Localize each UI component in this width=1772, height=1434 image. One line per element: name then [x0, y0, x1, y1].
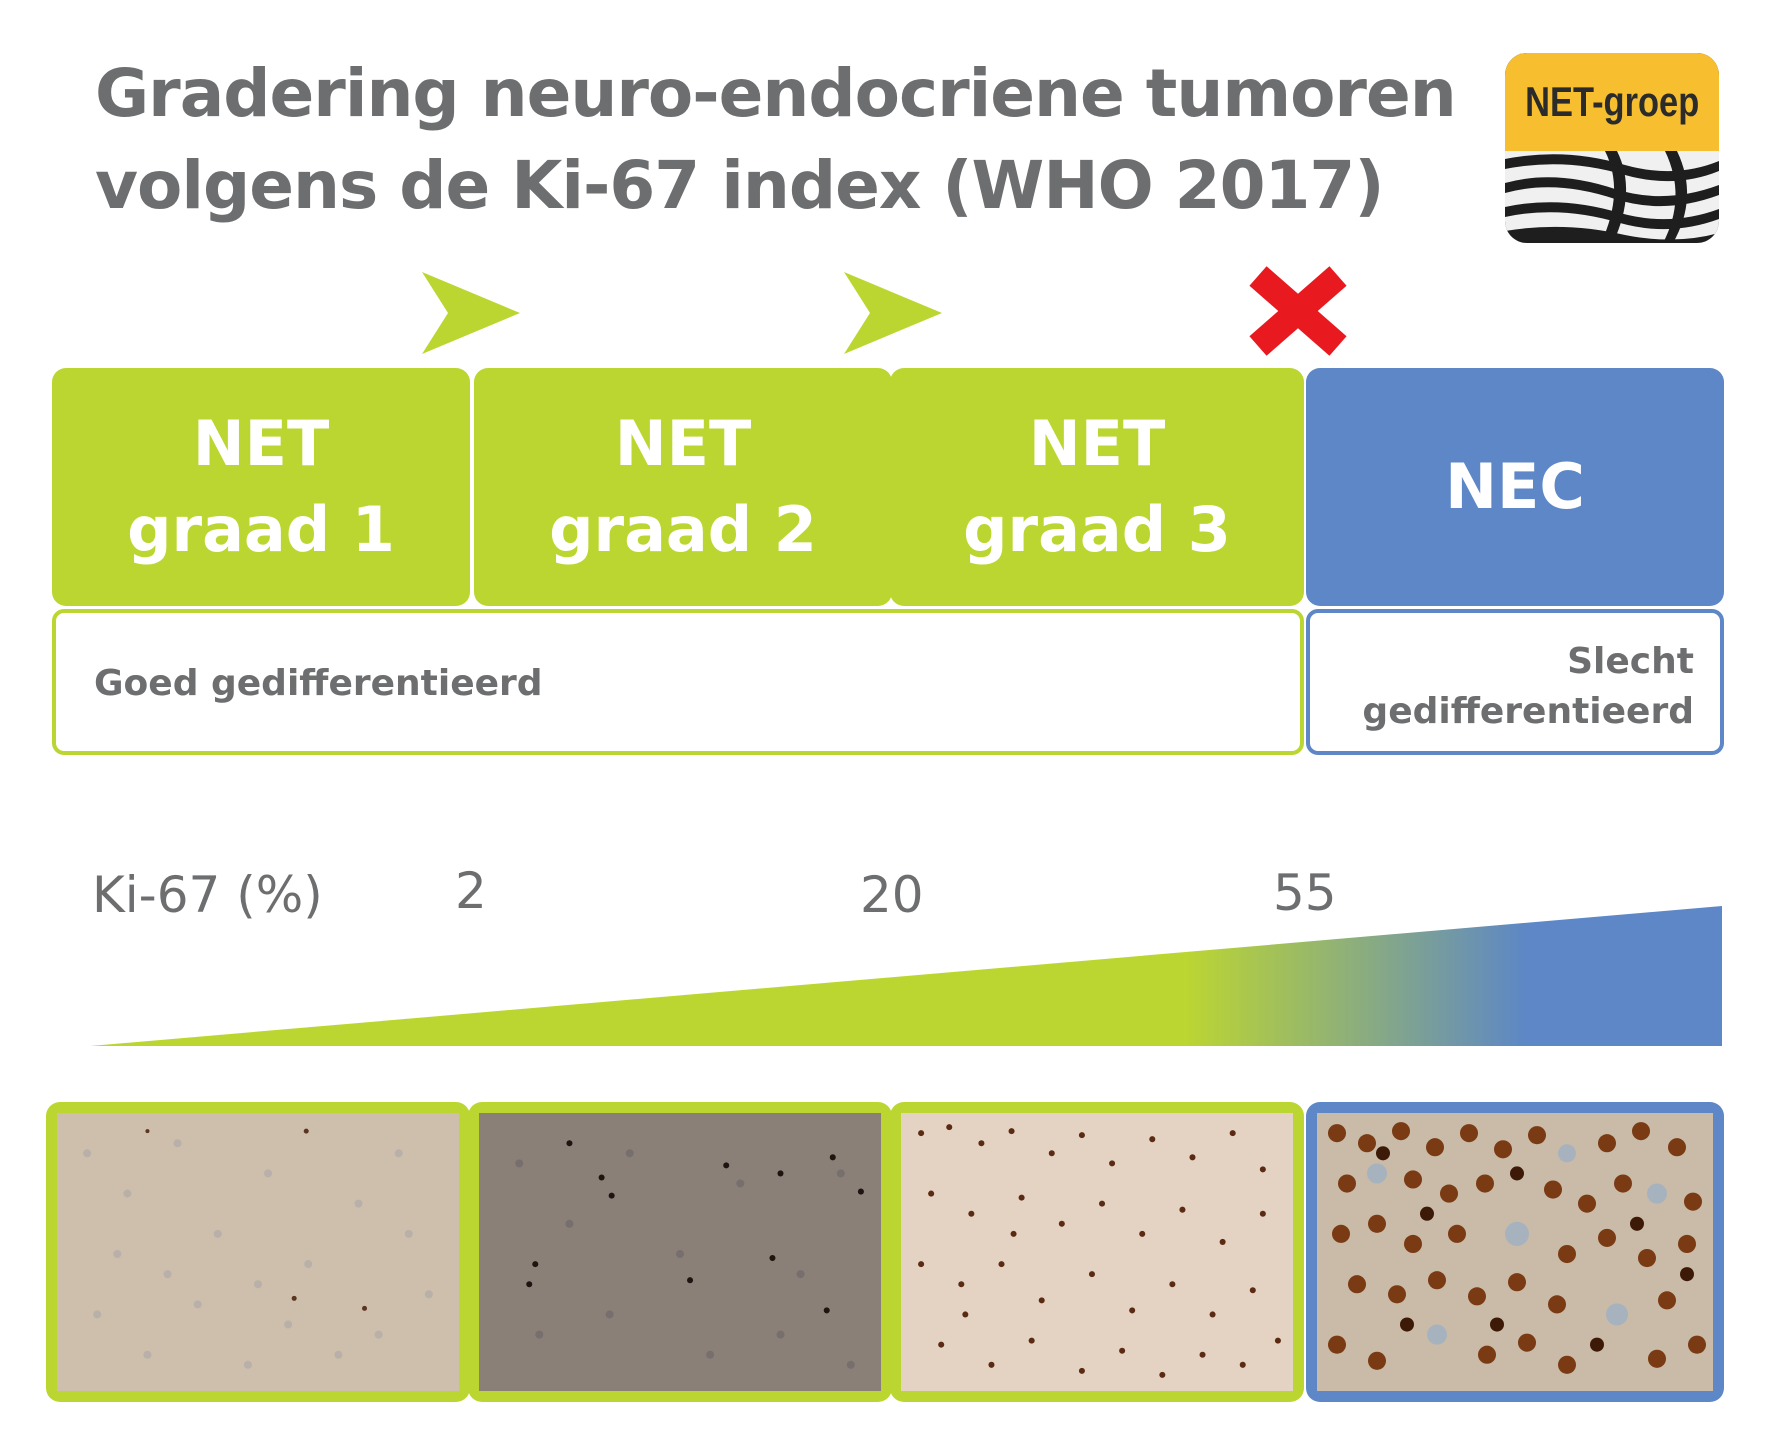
ki67-axis-label: Ki-67 (%) — [92, 866, 323, 924]
ki67-stain-nec-frame — [1306, 1102, 1724, 1402]
box-4-line-1: NEC — [1445, 450, 1585, 523]
box-2-line-2: graad 2 — [549, 493, 817, 566]
ki67-stain-grade3-image — [901, 1113, 1293, 1391]
box-2-line-1: NET — [614, 407, 752, 480]
tick-2: 2 — [455, 862, 487, 920]
ki67-stain-grade1-image — [57, 1113, 459, 1391]
ki67-stain-grade1-frame — [46, 1102, 470, 1402]
zebra-stripes-image — [1505, 151, 1719, 243]
nec-box: NEC — [1306, 368, 1724, 606]
poorly-differentiated-label: Slecht gedifferentieerd — [1362, 637, 1694, 737]
page-title: Gradering neuro-endocriene tumoren volge… — [95, 48, 1457, 232]
box-3-line-1: NET — [1028, 407, 1166, 480]
ki67-gradient-wedge — [90, 906, 1722, 1046]
poorly-differentiated-panel: Slecht gedifferentieerd — [1306, 609, 1724, 755]
box-1-line-2: graad 1 — [127, 493, 395, 566]
net-grade-1-box: NET graad 1 — [52, 368, 470, 606]
net-groep-logo: NET-groep — [1505, 53, 1719, 243]
title-line-2: volgens de Ki-67 index (WHO 2017) — [95, 147, 1385, 224]
ki67-stain-nec-image — [1317, 1113, 1713, 1391]
arrow-right-icon — [844, 272, 942, 354]
net-grade-3-box: NET graad 3 — [890, 368, 1304, 606]
logo-text: NET-groep — [1524, 78, 1700, 125]
cross-icon — [1249, 266, 1347, 356]
well-differentiated-label: Goed gedifferentieerd — [94, 663, 543, 704]
net-grade-2-box: NET graad 2 — [474, 368, 892, 606]
ki67-stain-grade3-frame — [890, 1102, 1304, 1402]
tick-20: 20 — [860, 866, 924, 924]
poorly-differentiated-line-2: gedifferentieerd — [1362, 691, 1694, 732]
ki67-stain-grade2-frame — [468, 1102, 892, 1402]
well-differentiated-panel: Goed gedifferentieerd — [52, 609, 1304, 755]
ki67-stain-grade2-image — [479, 1113, 881, 1391]
tick-55: 55 — [1273, 864, 1337, 922]
title-line-1: Gradering neuro-endocriene tumoren — [95, 55, 1457, 132]
arrow-right-icon — [422, 272, 520, 354]
poorly-differentiated-line-1: Slecht — [1567, 641, 1694, 682]
box-1-line-1: NET — [192, 407, 330, 480]
box-3-line-2: graad 3 — [963, 493, 1231, 566]
